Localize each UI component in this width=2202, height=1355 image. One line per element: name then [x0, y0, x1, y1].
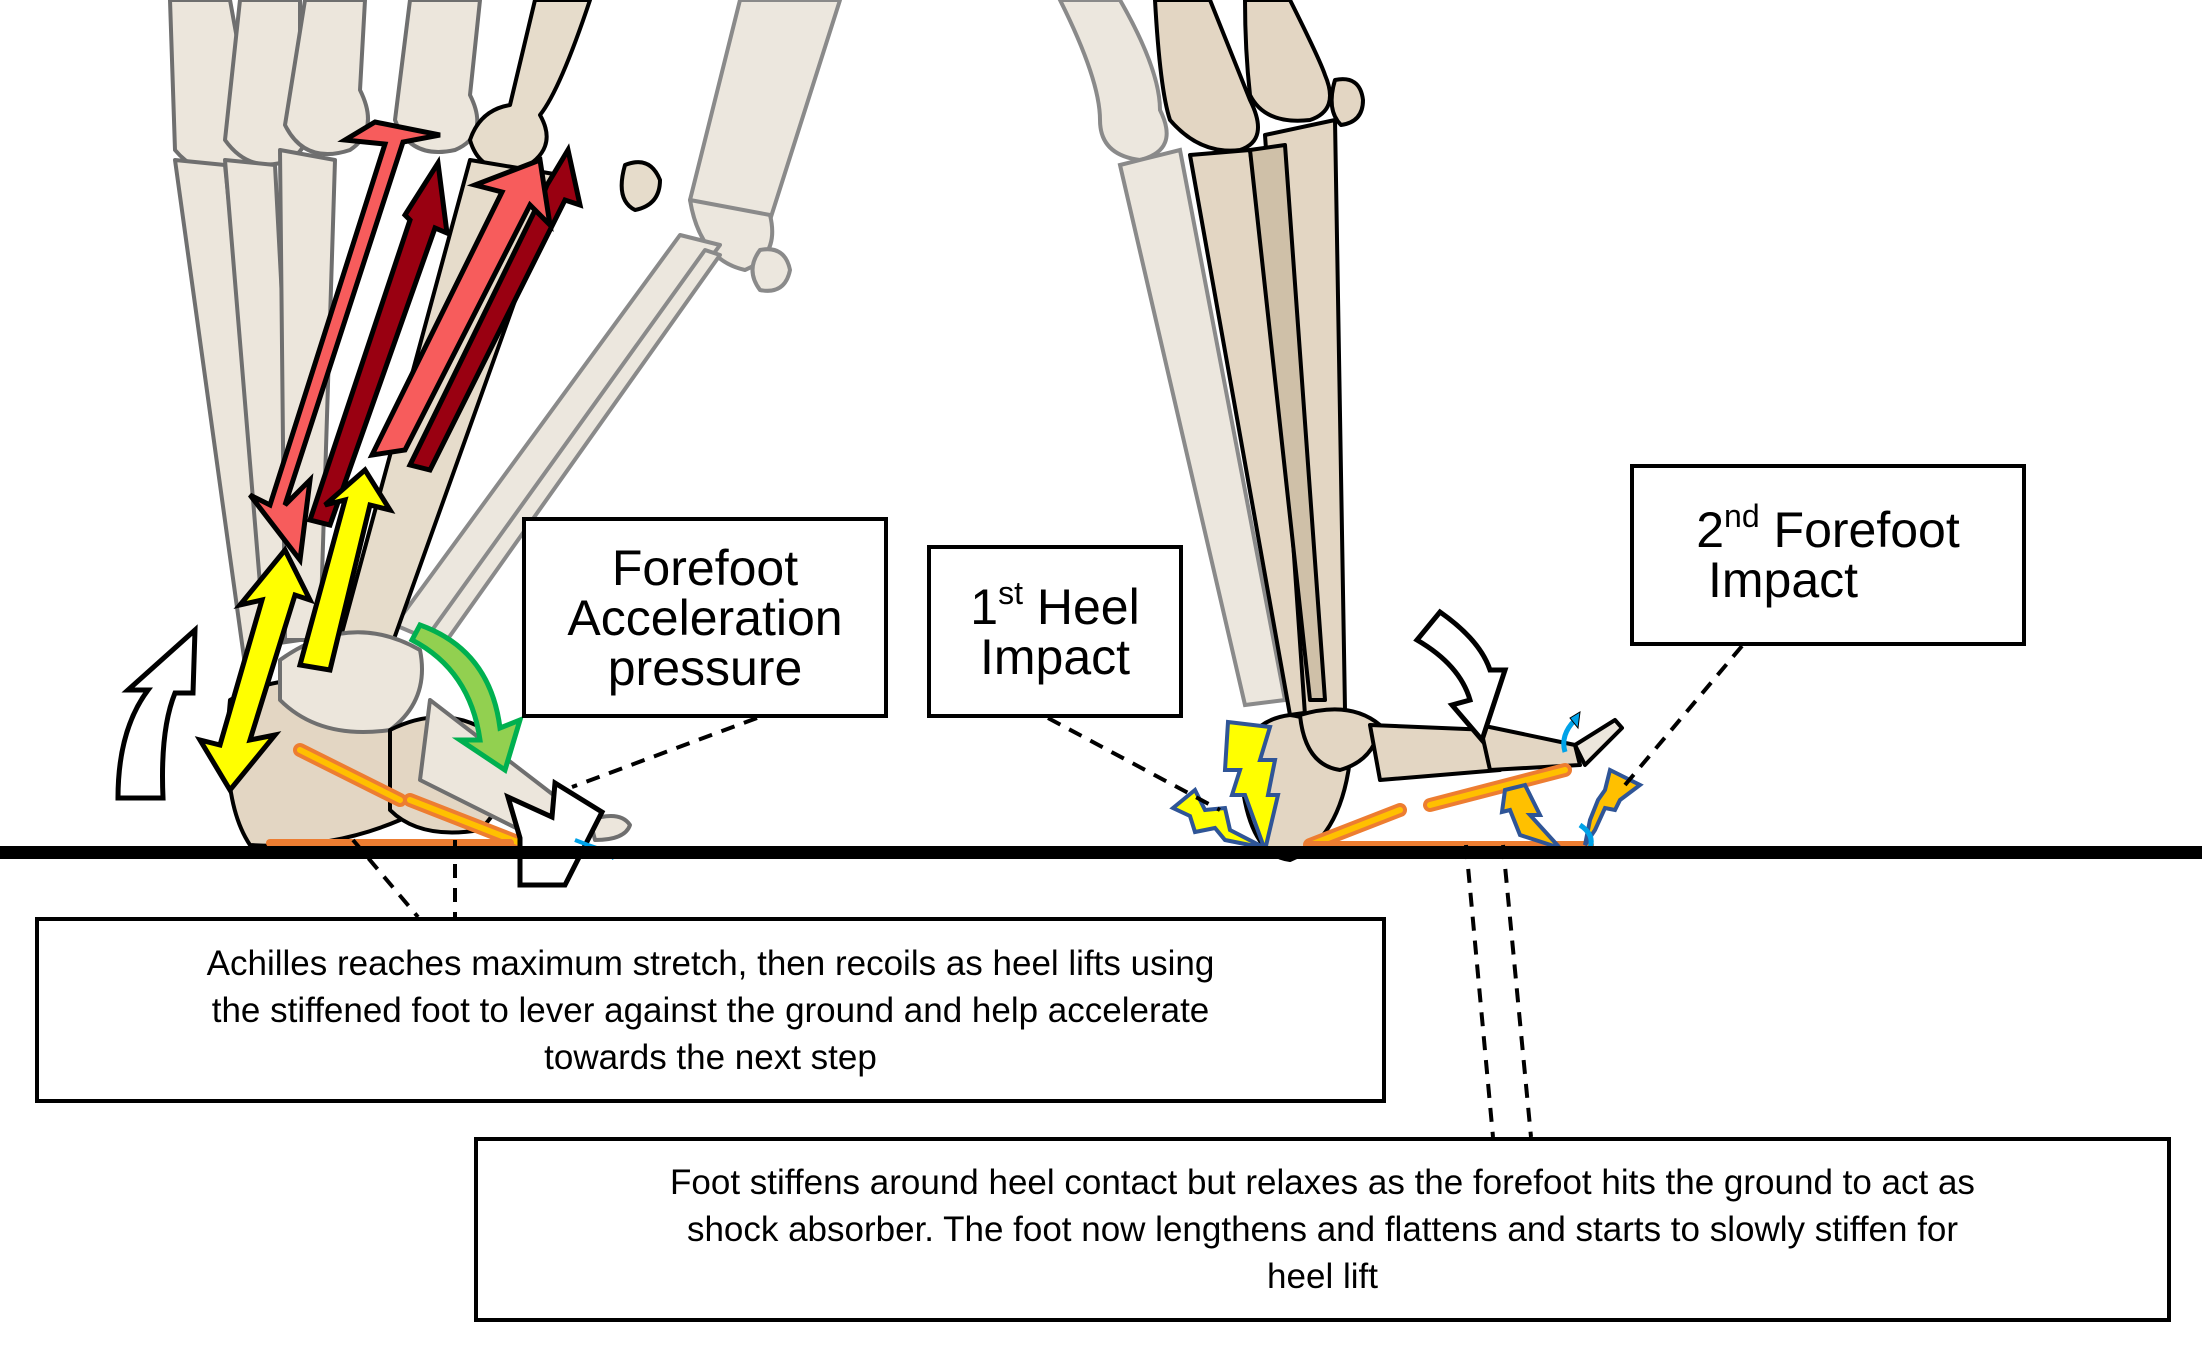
- right-toe-blue-arrowhead-1: [1569, 711, 1581, 730]
- label-line: Acceleration: [567, 589, 843, 646]
- left-back-leg-faded: [393, 0, 842, 652]
- foot-stiffens-description: Foot stiffens around heel contact but re…: [474, 1137, 2171, 1322]
- heel-impact-bolt-1: [1222, 719, 1281, 857]
- right-toe-blue-arrow-2: [1578, 822, 1594, 849]
- achilles-description: Achilles reaches maximum stretch, then r…: [35, 917, 1386, 1103]
- right-stance-leg: [1153, 0, 1365, 717]
- left-plantar-arrows: [266, 743, 527, 850]
- femur-3: [283, 0, 370, 157]
- right-back-leg-faded: [1057, 0, 1288, 708]
- muscle-arrow-dark-2: [406, 143, 584, 473]
- leader-heel-impact: [1047, 716, 1221, 812]
- heel-lift-arrow: [115, 624, 198, 801]
- description-line: Achilles reaches maximum stretch, then r…: [206, 943, 1215, 983]
- green-rotation-arrow: [408, 621, 524, 774]
- forefoot-drop-arrow: [1413, 608, 1509, 745]
- leader-foot-stiffens-2: [1501, 844, 1533, 1138]
- muscle-arrow-dark-1: [306, 155, 451, 528]
- calf-muscle-arrows: [248, 119, 584, 567]
- forefoot-impact-bolt-2: [1583, 767, 1644, 847]
- ordinal-number: 1: [970, 578, 999, 635]
- leader-foot-stiffens-1: [1464, 844, 1495, 1138]
- description-line: towards the next step: [544, 1037, 877, 1077]
- label-line: 1st Heel: [970, 577, 1140, 635]
- label-line: Impact: [1707, 552, 1859, 608]
- label-text: Heel: [1022, 578, 1140, 635]
- ground-line: [0, 846, 2202, 859]
- forefoot-impact-label: 2nd Forefoot Impact: [1630, 464, 2026, 646]
- knee-faded: [688, 198, 775, 272]
- description-line: heel lift: [1267, 1257, 1378, 1296]
- right-toe-blue-arrow-1: [1561, 718, 1577, 753]
- muscle-arrow-light-2: [367, 156, 554, 459]
- label-text: Forefoot: [1759, 502, 1960, 558]
- label-line: pressure: [607, 639, 803, 696]
- forefoot-impact-bolt-1: [1499, 782, 1567, 853]
- muscle-arrow-light-1: [248, 119, 441, 567]
- toes: [588, 814, 632, 842]
- toes-right: [1573, 718, 1624, 767]
- achilles-arrows: [194, 466, 396, 795]
- description-line: Foot stiffens around heel contact but re…: [670, 1163, 1975, 1202]
- leader-achilles-1: [351, 838, 420, 919]
- leader-forefoot-impact: [1623, 644, 1744, 787]
- leader-forefoot-accel: [571, 716, 758, 789]
- ordinal-suffix: st: [998, 574, 1023, 611]
- femur-front: [468, 0, 592, 173]
- ordinal-number: 2: [1696, 502, 1725, 558]
- talus: [278, 630, 424, 734]
- forefoot-acceleration-label: Forefoot Acceleration pressure: [522, 517, 888, 718]
- achilles-arrow-2: [296, 466, 396, 673]
- patella-right: [1329, 77, 1365, 127]
- talus-right: [1298, 707, 1382, 772]
- femur-right-1: [1153, 0, 1260, 153]
- leader-lines: [351, 644, 1744, 1138]
- patella-faded: [750, 247, 792, 293]
- patella-front: [619, 160, 662, 212]
- heel-impact-label: 1st Heel Impact: [927, 545, 1183, 718]
- femur-right-2: [1243, 0, 1332, 123]
- label-line: 2nd Forefoot: [1696, 500, 1960, 558]
- femur-right-faded: [1057, 0, 1169, 163]
- fibula-right: [1248, 143, 1327, 702]
- tibia-right-faded: [1117, 147, 1288, 708]
- description-line: the stiffened foot to lever against the …: [211, 990, 1210, 1030]
- label-line: Forefoot: [611, 539, 799, 596]
- label-line: Impact: [979, 628, 1131, 685]
- ordinal-suffix: nd: [1724, 498, 1760, 534]
- achilles-arrow-1: [194, 545, 315, 795]
- description-line: shock absorber. The foot now lengthens a…: [686, 1210, 1959, 1249]
- metatarsals-right: [1478, 723, 1582, 772]
- right-plantar-arrows: [1303, 763, 1594, 852]
